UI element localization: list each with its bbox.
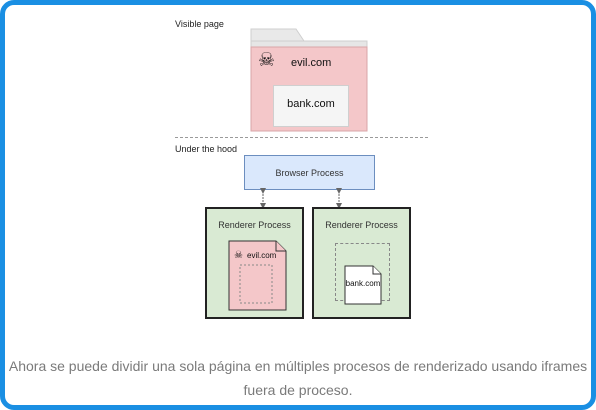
renderer-left-domain: evil.com: [247, 251, 277, 260]
caption-line-2: fuera de proceso.: [243, 382, 353, 398]
browser-process-box: Browser Process: [244, 155, 375, 190]
document-icon: [228, 240, 287, 311]
renderer-left-label: Renderer Process: [218, 220, 291, 230]
renderer-right-label: Renderer Process: [325, 220, 398, 230]
visible-evil-domain: evil.com: [291, 57, 332, 69]
bank-iframe: bank.com: [273, 85, 349, 127]
separator-line: [175, 137, 428, 138]
visible-page-label: Visible page: [175, 19, 224, 29]
renderer-right-domain: bank.com: [345, 279, 381, 288]
under-the-hood-label: Under the hood: [175, 144, 238, 154]
process-connectors: [260, 188, 342, 209]
skull-crossbones-icon: ☠: [234, 250, 243, 261]
skull-crossbones-icon: ☠: [258, 50, 276, 71]
document-icon: [344, 265, 382, 305]
browser-process-label: Browser Process: [275, 168, 344, 178]
caption-line-1: Ahora se puede dividir una sola página e…: [8, 358, 588, 374]
visible-bank-domain: bank.com: [287, 98, 335, 110]
